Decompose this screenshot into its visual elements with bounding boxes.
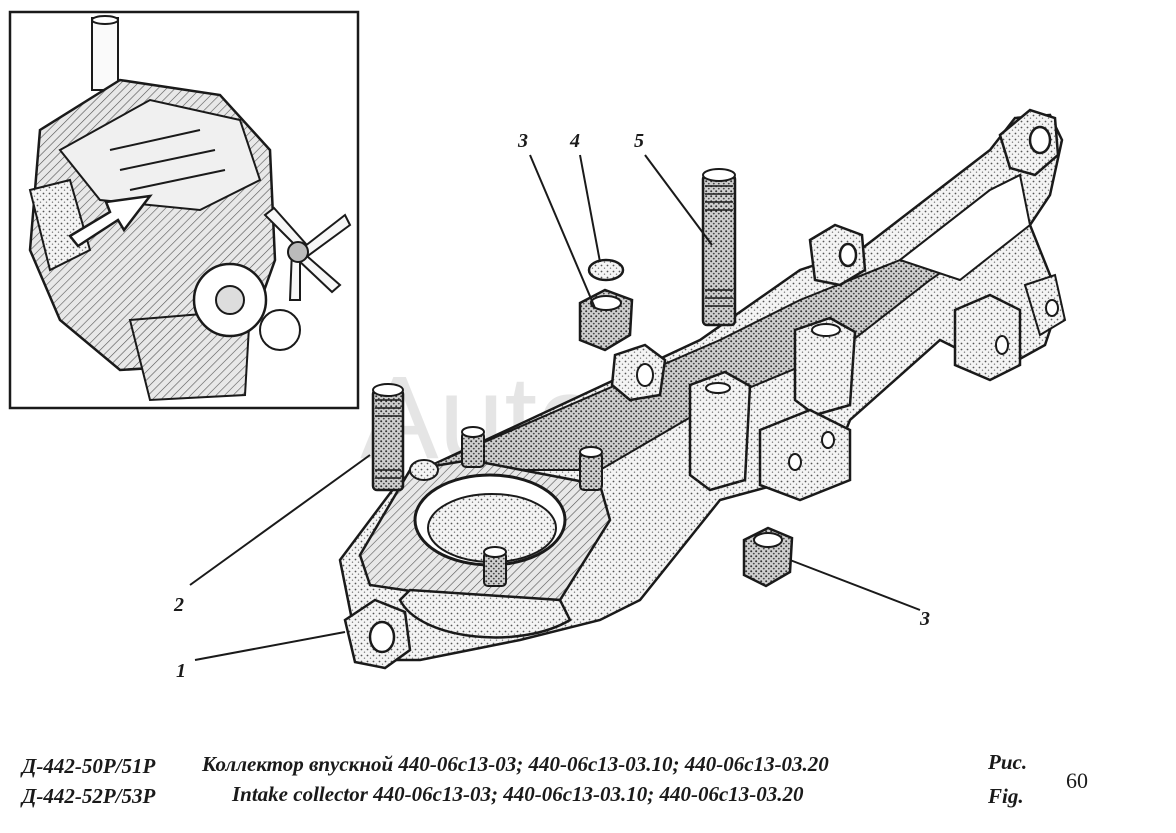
nut-3-right [742, 526, 794, 588]
leader-lines [189, 154, 921, 661]
callout-3-top: 3 [518, 130, 528, 152]
caption-title-en: Intake collector 440-06с13-03; 440-06с13… [232, 782, 804, 806]
callout-1: 1 [176, 660, 186, 682]
caption-model-ru: Д-442-50Р/51Р [22, 754, 156, 778]
callout-5: 5 [634, 130, 644, 152]
plug-4 [587, 258, 625, 282]
stud-5 [701, 168, 737, 327]
caption-model-en: Д-442-52Р/53Р [22, 784, 156, 808]
caption-fig-ru: Рис. [988, 750, 1028, 774]
caption-fig-en: Fig. [988, 784, 1024, 808]
callout-4: 4 [570, 130, 580, 152]
caption-fig-number: 60 [1066, 768, 1088, 793]
intake-manifold-body [338, 108, 1067, 670]
nut-3-top [578, 288, 634, 352]
stud-left [371, 383, 405, 492]
callout-2: 2 [174, 594, 184, 616]
engine-inset [8, 10, 360, 410]
callout-3-right: 3 [920, 608, 930, 630]
caption-title-ru: Коллектор впускной 440-06с13-03; 440-06с… [202, 752, 829, 776]
